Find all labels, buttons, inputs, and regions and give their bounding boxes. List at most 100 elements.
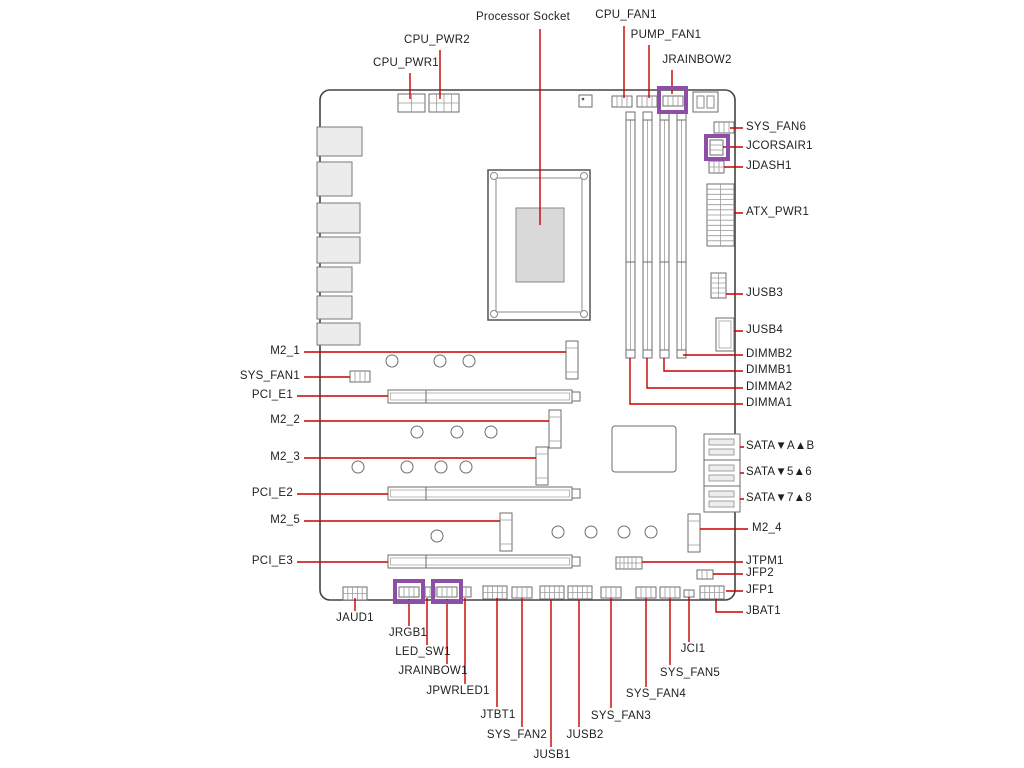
label-sata-78: SATA▼7▲8 <box>746 492 812 504</box>
label-jfp1: JFP1 <box>746 584 774 596</box>
label-m2-4: M2_4 <box>752 522 782 534</box>
jtbt1-connector <box>482 585 508 600</box>
highlight-jrgb1 <box>393 579 425 604</box>
chipset <box>611 425 677 473</box>
m2-1-connector <box>565 340 579 380</box>
label-jtpm1: JTPM1 <box>746 555 784 567</box>
board-outline <box>319 89 736 601</box>
label-pump-fan1: PUMP_FAN1 <box>630 29 702 41</box>
highlight-jrainbow2 <box>657 86 688 114</box>
pci-e3-slot <box>387 554 581 569</box>
jusb3-connector <box>710 272 727 299</box>
dimm-slot-a1 <box>625 111 636 359</box>
label-sata-ab: SATA▼A▲B <box>746 440 815 452</box>
sata-ab-ports <box>703 433 741 461</box>
label-cpu-pwr2: CPU_PWR2 <box>404 34 470 46</box>
label-sys-fan3: SYS_FAN3 <box>590 710 652 722</box>
sys-fan1-connector <box>349 370 371 383</box>
debug-led-display <box>692 91 719 113</box>
jrainbow2-connector <box>662 95 684 107</box>
label-jbat1: JBAT1 <box>746 605 781 617</box>
sys-fan3-connector <box>600 586 622 599</box>
callout-lines-right <box>629 127 748 613</box>
label-sys-fan4: SYS_FAN4 <box>625 688 687 700</box>
sys-fan2-connector <box>511 586 533 599</box>
label-sys-fan6: SYS_FAN6 <box>746 121 807 133</box>
label-jdash1: JDASH1 <box>746 160 792 172</box>
label-atx-pwr1: ATX_PWR1 <box>746 206 810 218</box>
label-pci-e3: PCI_E3 <box>251 555 293 567</box>
pci-e1-slot <box>387 389 581 404</box>
highlight-jrainbow1 <box>431 579 463 604</box>
m2-standoff-holes <box>351 354 658 543</box>
label-m2-3: M2_3 <box>270 451 300 463</box>
cpu-pwr2-connector <box>428 93 460 113</box>
label-jrainbow2: JRAINBOW2 <box>662 54 732 66</box>
label-m2-2: M2_2 <box>270 414 300 426</box>
jcorsair1-connector <box>709 139 724 156</box>
dimm-slot-b1 <box>659 111 670 359</box>
m2-4-connector <box>687 513 701 553</box>
jusb4-connector <box>715 317 735 352</box>
label-sys-fan2: SYS_FAN2 <box>486 729 548 741</box>
label-jcorsair1: JCORSAIR1 <box>746 140 813 152</box>
jtpm1-connector <box>615 556 643 570</box>
callout-lines-bottom <box>354 597 690 747</box>
label-jrgb1: JRGB1 <box>388 627 428 639</box>
callout-lines <box>297 26 748 747</box>
sata-56-ports <box>703 459 741 487</box>
label-led-sw1: LED_SW1 <box>395 646 451 658</box>
highlight-boxes <box>393 86 730 604</box>
label-dimma2: DIMMA2 <box>746 381 793 393</box>
pci-e2-slot <box>387 486 581 501</box>
cpu-pwr1-connector <box>397 93 426 113</box>
label-sys-fan5: SYS_FAN5 <box>659 667 721 679</box>
sys-fan4-connector <box>635 586 657 599</box>
jdash1-connector <box>708 160 725 174</box>
jfp1-connector <box>699 585 725 600</box>
cpu-socket <box>487 169 591 321</box>
label-jci1: JCI1 <box>680 643 706 655</box>
atx-pwr1-connector <box>706 183 735 247</box>
label-cpu-fan1: CPU_FAN1 <box>595 9 657 21</box>
jfp2-connector <box>696 569 714 580</box>
label-jusb2: JUSB2 <box>566 729 604 741</box>
m2-2-connector <box>548 409 562 449</box>
label-pci-e1: PCI_E1 <box>251 389 293 401</box>
jrgb1-connector <box>398 586 420 598</box>
top-small-component <box>578 94 593 108</box>
m2-3-connector <box>535 446 549 486</box>
jrainbow1-connector <box>436 586 458 598</box>
label-jtbt1: JTBT1 <box>480 709 516 721</box>
label-jfp2: JFP2 <box>746 567 774 579</box>
label-jusb4: JUSB4 <box>746 324 784 336</box>
jusb1-connector <box>539 585 565 600</box>
label-m2-5: M2_5 <box>270 514 300 526</box>
m2-5-connector <box>499 512 513 552</box>
jci1-connector <box>683 589 695 598</box>
label-jusb3: JUSB3 <box>746 287 784 299</box>
label-m2-1: M2_1 <box>270 345 300 357</box>
pump-fan1-connector <box>636 95 658 108</box>
label-jusb1: JUSB1 <box>533 749 571 761</box>
label-sata-56: SATA▼5▲6 <box>746 466 812 478</box>
jusb2-connector <box>567 585 593 600</box>
rear-io-ports <box>316 126 363 346</box>
label-jaud1: JAUD1 <box>336 612 374 624</box>
label-dimmb1: DIMMB1 <box>746 364 793 376</box>
dimm-slot-b2 <box>676 111 687 359</box>
label-pci-e2: PCI_E2 <box>251 487 293 499</box>
sys-fan5-connector <box>659 586 681 599</box>
callout-lines-top <box>409 26 673 225</box>
label-dimma1: DIMMA1 <box>746 397 793 409</box>
label-processor-socket: Processor Socket <box>475 11 571 23</box>
label-jrainbow1: JRAINBOW1 <box>398 665 468 677</box>
cpu-fan1-connector <box>611 95 633 108</box>
highlight-jcorsair1 <box>704 134 730 161</box>
sata-78-ports <box>703 485 741 513</box>
label-jpwrled1: JPWRLED1 <box>426 685 490 697</box>
callout-lines-left <box>297 351 566 563</box>
label-cpu-pwr1: CPU_PWR1 <box>373 57 439 69</box>
